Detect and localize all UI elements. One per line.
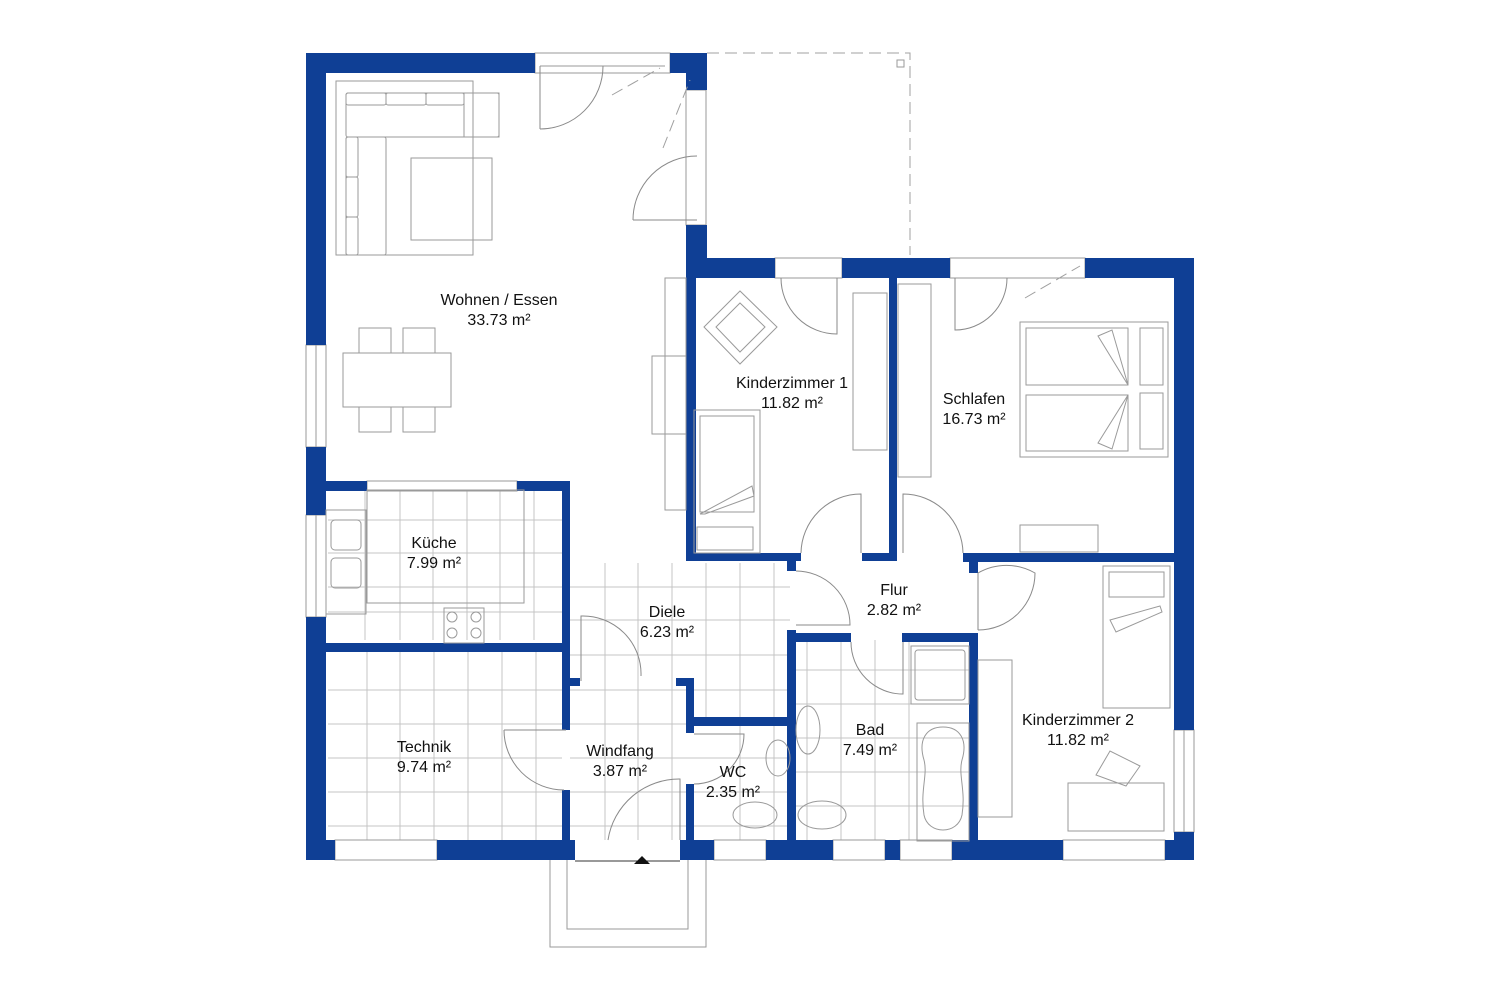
room-area: 7.49 m² <box>842 742 898 759</box>
room-label-flur: Flur 2.82 m² <box>867 581 921 621</box>
room-name: Windfang <box>586 743 654 760</box>
room-label-bad: Bad 7.49 m² <box>843 721 897 761</box>
entrance-arrow <box>634 856 650 864</box>
room-area: 33.73 m² <box>467 312 531 329</box>
coffee-table <box>410 157 493 241</box>
sofa <box>335 80 500 256</box>
room-label-technik: Technik 9.74 m² <box>397 738 451 778</box>
room-area: 11.82 m² <box>761 395 823 412</box>
room-label-kueche: Küche 7.99 m² <box>407 534 461 574</box>
wardrobe-kz2 <box>977 659 1013 818</box>
room-area: 3.87 m² <box>592 763 648 780</box>
room-area: 11.82 m² <box>1047 732 1109 749</box>
room-area: 6.23 m² <box>639 624 695 641</box>
room-label-windfang: Windfang 3.87 m² <box>586 742 654 782</box>
armchair <box>703 290 778 365</box>
built-in-cabinet <box>651 277 687 511</box>
room-name: Küche <box>411 535 457 552</box>
room-label-diele: Diele 6.23 m² <box>640 603 694 643</box>
room-name: Kinderzimmer 2 <box>1021 712 1135 729</box>
kitchen-counter <box>325 489 525 644</box>
double-bed <box>1019 321 1169 458</box>
room-label-schlafen: Schlafen 16.73 m² <box>942 390 1005 430</box>
room-label-wc: WC 2.35 m² <box>706 763 760 803</box>
room-name: Technik <box>396 739 452 756</box>
room-name: WC <box>719 764 747 781</box>
wardrobe-schlafen <box>897 283 932 478</box>
dining-table <box>342 327 452 433</box>
doors <box>503 65 1081 864</box>
wardrobe <box>852 292 888 451</box>
terrace <box>707 52 911 255</box>
room-name: Bad <box>855 722 885 739</box>
room-name: Wohnen / Essen <box>440 292 558 309</box>
room-area: 2.82 m² <box>866 602 922 619</box>
room-name: Flur <box>880 582 908 599</box>
room-area: 7.99 m² <box>406 555 462 572</box>
room-label-wohnen: Wohnen / Essen 33.73 m² <box>440 291 557 331</box>
room-name: Diele <box>648 604 686 621</box>
walls <box>306 53 1194 860</box>
tile-grid <box>328 490 970 840</box>
desk-kz2 <box>1067 750 1165 832</box>
entrance-porch <box>549 860 707 948</box>
room-area: 9.74 m² <box>396 759 452 776</box>
room-area: 16.73 m² <box>942 411 1006 428</box>
dresser <box>1019 524 1099 553</box>
room-area: 2.35 m² <box>705 784 761 801</box>
windows <box>305 52 1195 861</box>
bathroom-fixtures <box>732 645 970 842</box>
room-label-kinderzimmer-1: Kinderzimmer 1 11.82 m² <box>736 374 848 414</box>
room-name: Schlafen <box>942 391 1006 408</box>
room-name: Kinderzimmer 1 <box>735 375 849 392</box>
room-label-kinderzimmer-2: Kinderzimmer 2 11.82 m² <box>1022 711 1134 751</box>
bed-kz1 <box>693 409 761 554</box>
bed-kz2 <box>1102 565 1171 709</box>
